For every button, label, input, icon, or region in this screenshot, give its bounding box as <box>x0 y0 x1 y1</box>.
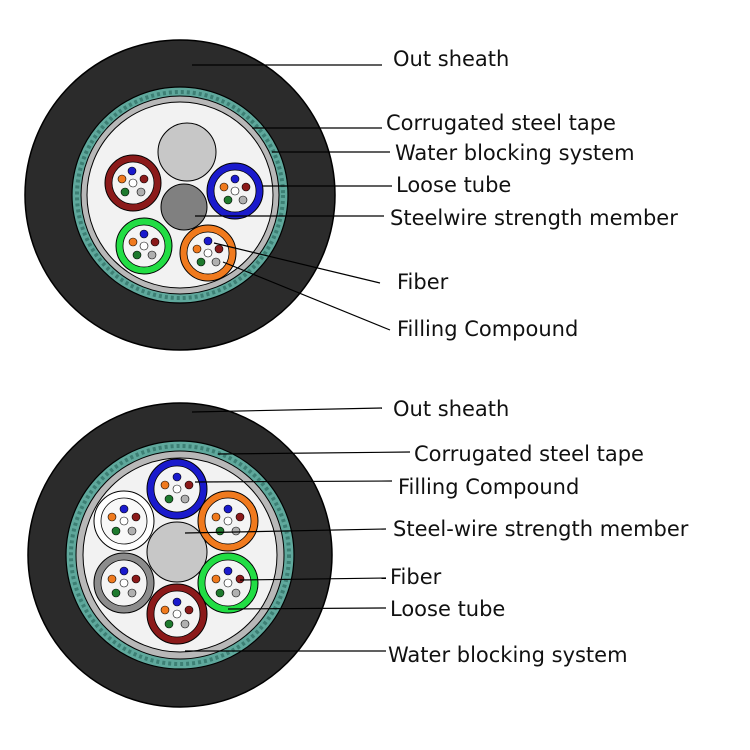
label-corrugated-steel-tape: Corrugated steel tape <box>386 111 616 135</box>
fibers-top <box>117 166 251 267</box>
fibers-bottom <box>107 472 245 629</box>
labels-bottom: Out sheath Corrugated steel tape Filling… <box>388 397 689 667</box>
label-water-blocking-system: Water blocking system <box>395 141 635 165</box>
label-loose-tube: Loose tube <box>390 597 505 621</box>
steel-tape-texture <box>75 90 285 300</box>
filler-rod <box>157 122 217 182</box>
label-steel-wire-strength-member: Steel-wire strength member <box>393 517 689 541</box>
label-out-sheath: Out sheath <box>393 47 509 71</box>
label-loose-tube: Loose tube <box>396 173 511 197</box>
label-filling-compound: Filling Compound <box>398 475 579 499</box>
steel-wire-strength-member <box>146 521 208 583</box>
label-fiber: Fiber <box>397 270 449 294</box>
label-fiber: Fiber <box>390 565 442 589</box>
label-corrugated-steel-tape: Corrugated steel tape <box>414 442 644 466</box>
steel-tape-texture <box>69 444 291 666</box>
cable-cross-section-top <box>24 39 336 351</box>
steelwire-strength-member <box>160 183 208 231</box>
leader-lines-top <box>192 64 392 331</box>
cable-cross-section-bottom <box>27 402 333 708</box>
label-water-blocking-system: Water blocking system <box>388 643 628 667</box>
labels-top: Out sheath Corrugated steel tape Water b… <box>386 47 678 341</box>
label-filling-compound: Filling Compound <box>397 317 578 341</box>
label-out-sheath: Out sheath <box>393 397 509 421</box>
label-steelwire-strength-member: Steelwire strength member <box>390 206 678 230</box>
leader-lines-bottom <box>184 407 411 652</box>
